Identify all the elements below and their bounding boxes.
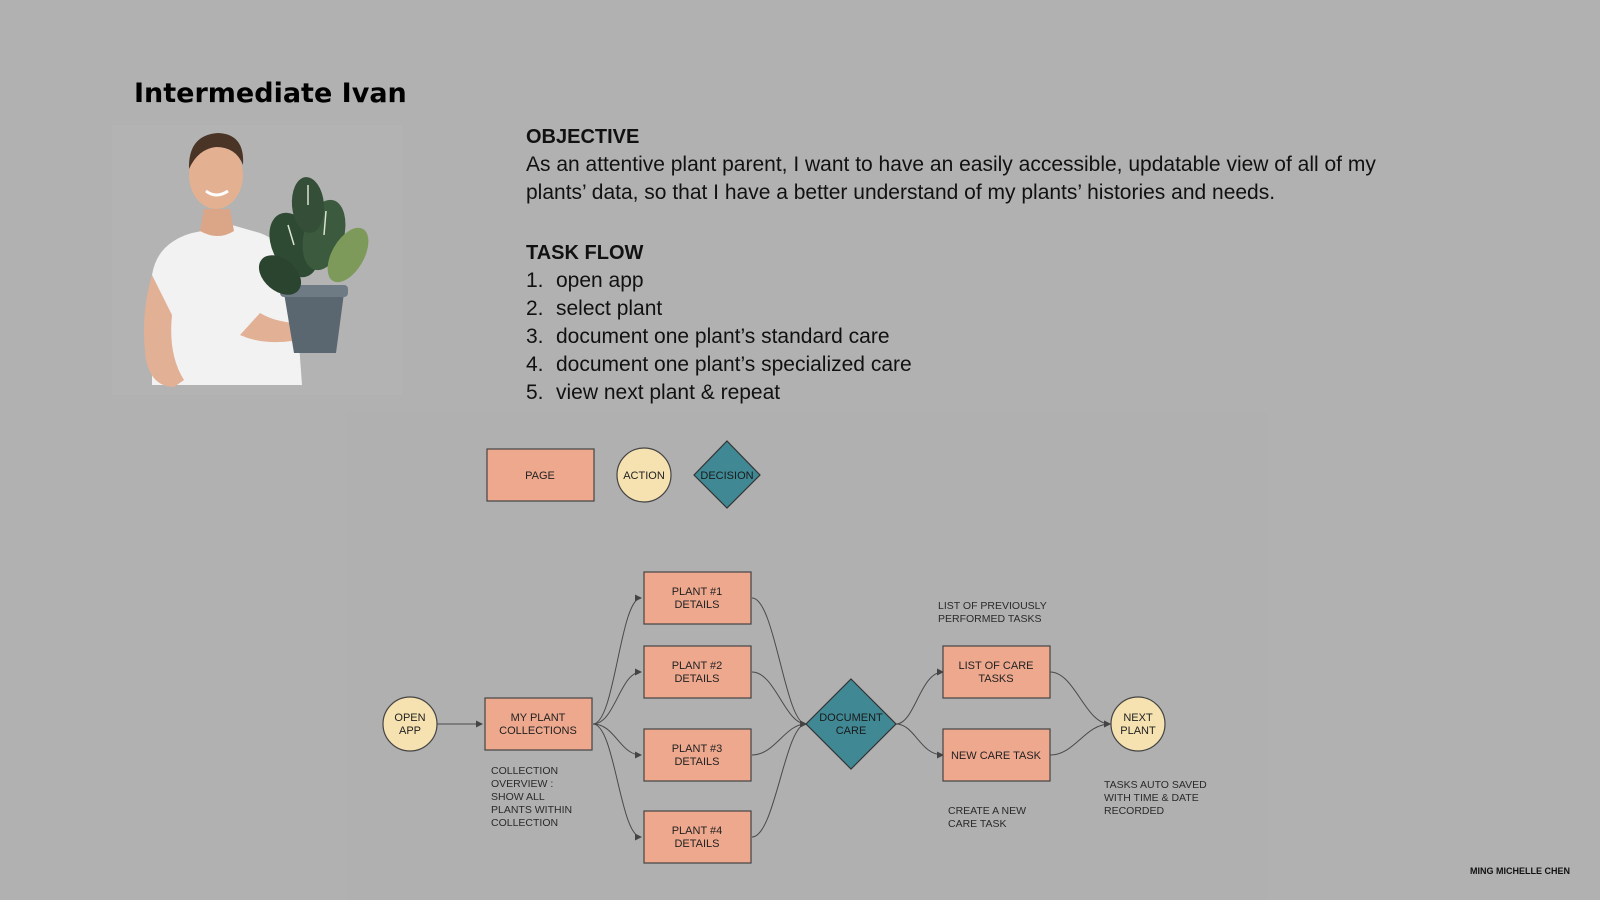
list-of-care-tasks-label-2: TASKS [978,673,1013,685]
new-care-task-node [942,728,1051,782]
my-plant-collections-label-1: MY PLANT [511,712,566,724]
legend-page-shape [486,448,595,502]
task-step: 3.document one plant’s standard care [526,325,890,348]
objective-heading: OBJECTIVE [526,126,640,148]
open-app-node [382,696,438,752]
list-of-care-tasks-label-1: LIST OF CARE [959,660,1034,672]
plant-1-label-2: DETAILS [674,599,719,611]
plant-2-label-2: DETAILS [674,673,719,685]
next-plant-label-1: NEXT [1123,712,1153,724]
open-app-label-1: OPEN [394,712,425,724]
plant-4-label-1: PLANT #4 [672,825,723,837]
annotation-collection-4: PLANTS WITHIN [491,804,572,816]
plant-2-label-1: PLANT #2 [672,660,723,672]
plant-4-details-node [643,810,752,864]
task-step: 5.view next plant & repeat [526,381,781,404]
legend: PAGE ACTION DECISION [486,440,761,509]
new-care-task-label: NEW CARE TASK [951,750,1042,762]
task-flow-list: 1.open app 2.select plant 3.document one… [526,267,1546,407]
task-step: 2.select plant [526,297,663,320]
legend-decision-shape [693,440,761,509]
document-care-node [805,678,897,770]
list-of-care-tasks-node [942,645,1051,699]
objective-line-2: plants’ data, so that I have a better un… [526,181,1276,204]
my-plant-collections-node [484,697,593,751]
document-care-label-2: CARE [836,725,867,737]
flow-connectors [437,594,1111,841]
plant-2-details-node [643,645,752,699]
annotation-collection-1: COLLECTION [491,765,558,777]
annotation-collection-5: COLLECTION [491,817,558,829]
my-plant-collections-label-2: COLLECTIONS [499,725,577,737]
annotation-collection-2: OVERVIEW : [491,778,553,790]
persona-photo [112,125,402,395]
plant-4-label-2: DETAILS [674,838,719,850]
plant-3-label-1: PLANT #3 [672,743,723,755]
document-care-label-1: DOCUMENT [819,712,883,724]
annotation-create-task-2: CARE TASK [948,818,1007,830]
legend-decision-label: DECISION [700,470,753,482]
persona-details: OBJECTIVE As an attentive plant parent, … [526,123,1546,407]
legend-action-shape [616,447,672,503]
task-step: 4.document one plant’s specialized care [526,353,912,376]
task-step: 1.open app [526,269,644,292]
annotation-auto-saved-3: RECORDED [1104,805,1165,817]
annotation-previous-tasks-2: PERFORMED TASKS [938,613,1041,625]
plant-3-details-node [643,728,752,782]
objective-line-1: As an attentive plant parent, I want to … [526,153,1376,176]
annotation-auto-saved-2: WITH TIME & DATE [1104,792,1199,804]
annotation-previous-tasks-1: LIST OF PREVIOUSLY [938,600,1047,612]
annotation-create-task-1: CREATE A NEW [948,805,1026,817]
author-credit: MING MICHELLE CHEN [1470,866,1570,876]
plant-3-label-2: DETAILS [674,756,719,768]
man-holding-plant-illustration [144,133,369,387]
open-app-label-2: APP [399,725,421,737]
task-flow-heading: TASK FLOW [526,242,644,264]
next-plant-node [1110,696,1166,752]
next-plant-label-2: PLANT [1120,725,1156,737]
legend-action-label: ACTION [623,470,665,482]
annotation-collection-3: SHOW ALL [491,791,545,803]
plant-1-label-1: PLANT #1 [672,586,723,598]
plant-1-details-node [643,571,752,625]
persona-name: Intermediate Ivan [134,78,407,109]
annotation-auto-saved-1: TASKS AUTO SAVED [1104,779,1207,791]
annotations: COLLECTION OVERVIEW : SHOW ALL PLANTS WI… [491,600,1207,830]
legend-page-label: PAGE [525,470,555,482]
